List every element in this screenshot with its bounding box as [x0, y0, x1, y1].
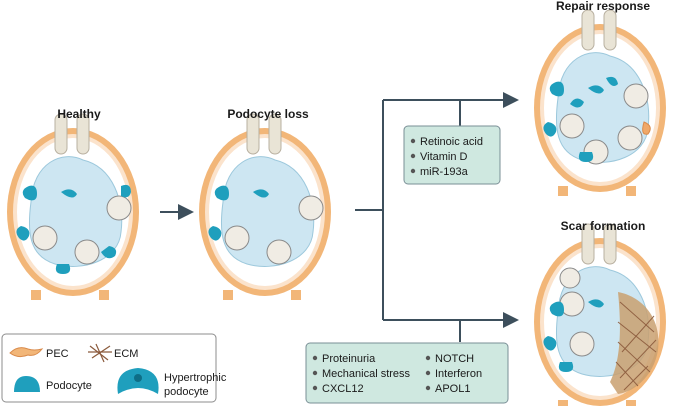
stage-title-repair-response: Repair response: [556, 0, 650, 13]
repair-response-glomerulus: [534, 9, 666, 196]
stage-title-podocyte-loss: Podocyte loss: [227, 107, 309, 121]
repair-factor: miR-193a: [420, 166, 469, 178]
stage-title-scar-formation: Scar formation: [561, 219, 646, 233]
scar-factors-box: Proteinuria Mechanical stress CXCL12 NOT…: [305, 342, 509, 404]
scar-factor: APOL1: [435, 383, 470, 395]
legend-label-pec: PEC: [46, 348, 69, 360]
scar-factor: Interferon: [435, 368, 482, 380]
scar-factor: Mechanical stress: [322, 368, 411, 380]
scar-formation-glomerulus: [534, 223, 666, 406]
legend-label-hypertrophic-2: podocyte: [164, 386, 209, 398]
legend-label-hypertrophic: Hypertrophic: [164, 372, 227, 384]
podocyte-loss-glomerulus: [199, 113, 331, 300]
repair-factors-box: Retinoic acid Vitamin D miR-193a: [403, 125, 501, 185]
hypertrophic-podocyte-icon: [117, 368, 159, 394]
legend-label-podocyte: Podocyte: [46, 380, 92, 392]
ecm-icon: [88, 343, 112, 363]
repair-factor: Vitamin D: [420, 151, 468, 163]
branch-arrows: [355, 92, 519, 342]
legend: PEC ECM Podocyte Hypertrophic podocyte: [1, 333, 227, 403]
pec-icon: [9, 347, 44, 358]
scar-factor: Proteinuria: [322, 353, 376, 365]
stage-title-healthy: Healthy: [57, 107, 101, 121]
legend-label-ecm: ECM: [114, 348, 138, 360]
podocyte-icon: [14, 376, 40, 392]
healthy-glomerulus: [7, 113, 139, 300]
repair-factor: Retinoic acid: [420, 136, 483, 148]
scar-factor: NOTCH: [435, 353, 474, 365]
scar-factor: CXCL12: [322, 383, 364, 395]
